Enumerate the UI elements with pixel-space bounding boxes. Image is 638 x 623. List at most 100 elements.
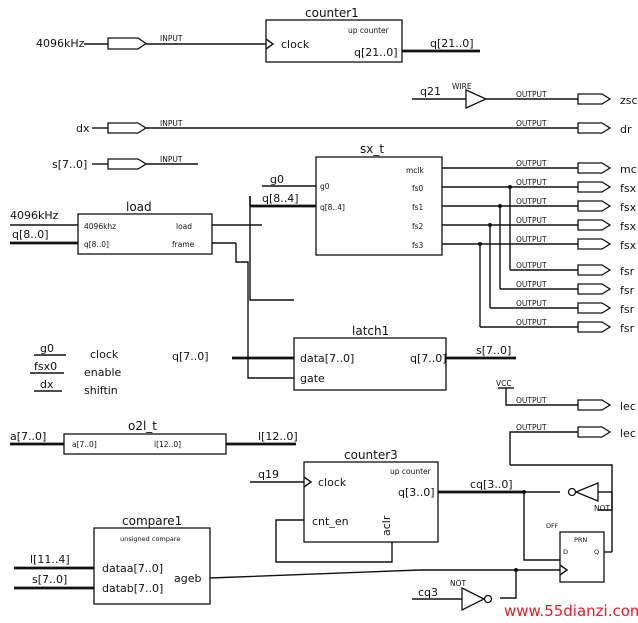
net-label-q84: q[8..4] (262, 192, 299, 205)
svg-text:fsr: fsr (620, 303, 635, 316)
svg-text:fsx: fsx (620, 220, 637, 233)
svg-text:datab[7..0]: datab[7..0] (102, 582, 163, 595)
output-pin-fsr3[interactable]: OUTPUT fsr (516, 318, 635, 335)
output-pin-fsx1[interactable]: OUTPUT fsx (516, 197, 637, 214)
svg-text:up counter: up counter (390, 467, 432, 476)
output-pin-fsx3[interactable]: OUTPUT fsx (516, 235, 637, 252)
not-gate-feedback[interactable]: NOT (567, 482, 611, 513)
svg-text:OUTPUT: OUTPUT (516, 280, 547, 289)
net-label-counter1-out: q[21..0] (430, 37, 474, 50)
svg-text:mc: mc (620, 163, 637, 176)
svg-text:cnt_en: cnt_en (312, 515, 349, 528)
svg-text:a[7..0]: a[7..0] (72, 440, 97, 449)
compare1-block[interactable]: compare1 unsigned compare dataa[7..0] da… (93, 514, 211, 605)
output-pin-fsr1[interactable]: OUTPUT fsr (516, 280, 635, 297)
output-name-zsc: zsc (620, 94, 638, 107)
output-pin-dr[interactable]: OUTPUT dr (516, 119, 632, 136)
latch1-block[interactable]: latch1 data[7..0] gate q[7..0] (293, 324, 447, 391)
wire-buffer[interactable]: WIRE (452, 82, 488, 110)
input-pin-label: INPUT (160, 34, 183, 43)
svg-text:OUTPUT: OUTPUT (516, 178, 547, 187)
vcc-label: VCC (496, 379, 512, 388)
wire-label: WIRE (452, 82, 472, 91)
counter3-title: counter3 (344, 448, 398, 462)
load-title: load (126, 200, 152, 214)
dff-block[interactable]: DFF PRN D Q (546, 522, 605, 583)
svg-text:fs2: fs2 (412, 222, 424, 231)
svg-text:fsx: fsx (620, 239, 637, 252)
svg-text:OUTPUT: OUTPUT (516, 159, 547, 168)
svg-text:Q: Q (594, 548, 599, 556)
svg-text:OUTPUT: OUTPUT (516, 261, 547, 270)
svg-text:q[8..0]: q[8..0] (84, 240, 109, 249)
svg-text:fs0: fs0 (412, 184, 424, 193)
svg-text:INPUT: INPUT (160, 155, 183, 164)
svg-text:g0: g0 (320, 182, 330, 191)
o2l-t-block[interactable]: o2l_t a[7..0] l[12..0] (63, 419, 227, 455)
svg-text:NOT: NOT (594, 504, 611, 513)
svg-text:fs1: fs1 (412, 203, 424, 212)
not-gate-cq3[interactable]: NOT (450, 579, 493, 612)
output-pin-fsr0[interactable]: OUTPUT fsr (516, 261, 635, 278)
svg-text:fsx: fsx (620, 182, 637, 195)
svg-text:OUTPUT: OUTPUT (516, 197, 547, 206)
sx-t-block[interactable]: sx_t g0 q[8..4] mclk fs0 fs1 fs2 fs3 (315, 142, 443, 256)
net-label-s70b: s[7..0] (32, 573, 67, 586)
output-pin-zsc[interactable]: OUTPUT zsc (516, 90, 638, 107)
output-pin-mc[interactable]: OUTPUT mc (516, 159, 637, 176)
svg-text:fsx: fsx (620, 201, 637, 214)
o2l-t-title: o2l_t (128, 419, 157, 433)
svg-text:fsr: fsr (620, 322, 635, 335)
svg-text:g0: g0 (40, 342, 54, 355)
svg-text:q[7..0]: q[7..0] (410, 352, 447, 365)
net-label-cq3: cq3 (418, 586, 438, 599)
input-pin-s[interactable]: INPUT (107, 155, 183, 170)
svg-text:OUTPUT: OUTPUT (516, 216, 547, 225)
net-label-load-clk: 4096kHz (10, 209, 59, 222)
svg-text:OUTPUT: OUTPUT (516, 119, 547, 128)
net-label-g0: g0 (270, 173, 284, 186)
svg-text:D: D (563, 548, 568, 556)
output-pin-fsx2[interactable]: OUTPUT fsx (516, 216, 637, 233)
output-pin-fsr2[interactable]: OUTPUT fsr (516, 299, 635, 316)
svg-text:frame: frame (172, 240, 195, 249)
input-pin-dx[interactable]: INPUT (107, 119, 183, 134)
output-pin-lec0[interactable]: OUTPUT lec (516, 396, 636, 413)
svg-text:l[12..0]: l[12..0] (154, 440, 181, 449)
svg-text:OUTPUT: OUTPUT (516, 318, 547, 327)
counter1-mode: up counter (348, 26, 390, 35)
output-pin-lec1[interactable]: OUTPUT lec (516, 423, 636, 440)
svg-text:q[8..4]: q[8..4] (320, 203, 345, 212)
net-label-q19: q19 (258, 468, 279, 481)
counter3-block[interactable]: counter3 clock up counter q[3..0] cnt_en… (303, 448, 439, 543)
load-block[interactable]: load 4096khz q[8..0] load frame (77, 200, 213, 255)
output-name-dr: dr (620, 123, 632, 136)
net-label-a70: a[7..0] (10, 430, 46, 443)
svg-text:PRN: PRN (574, 536, 587, 544)
latch1-title: latch1 (352, 324, 389, 338)
net-label-l114: l[11..4] (30, 553, 70, 566)
svg-text:unsigned compare: unsigned compare (120, 535, 180, 543)
counter1-port-clock: clock (281, 38, 310, 51)
net-label-cq30: cq[3..0] (470, 478, 513, 491)
svg-text:shiftin: shiftin (84, 384, 118, 397)
svg-text:dataa[7..0]: dataa[7..0] (102, 562, 163, 575)
svg-text:fs3: fs3 (412, 241, 424, 250)
svg-text:fsr: fsr (620, 284, 635, 297)
net-label-l120: l[12..0] (258, 430, 298, 443)
svg-text:lec: lec (620, 400, 636, 413)
svg-text:q[3..0]: q[3..0] (398, 486, 435, 499)
svg-text:clock: clock (318, 476, 347, 489)
svg-text:INPUT: INPUT (160, 119, 183, 128)
svg-text:data[7..0]: data[7..0] (300, 352, 354, 365)
counter1-block[interactable]: counter1 clock up counter q[21..0] (265, 6, 403, 63)
svg-text:ageb: ageb (174, 572, 201, 585)
counter1-title: counter1 (305, 6, 359, 20)
svg-text:clock: clock (90, 348, 119, 361)
net-label-dx: dx (76, 122, 90, 135)
svg-text:gate: gate (300, 372, 325, 385)
svg-text:NOT: NOT (450, 579, 467, 588)
output-pin-fsx0[interactable]: OUTPUT fsx (516, 178, 637, 195)
input-pin-clk[interactable]: INPUT (107, 34, 183, 50)
